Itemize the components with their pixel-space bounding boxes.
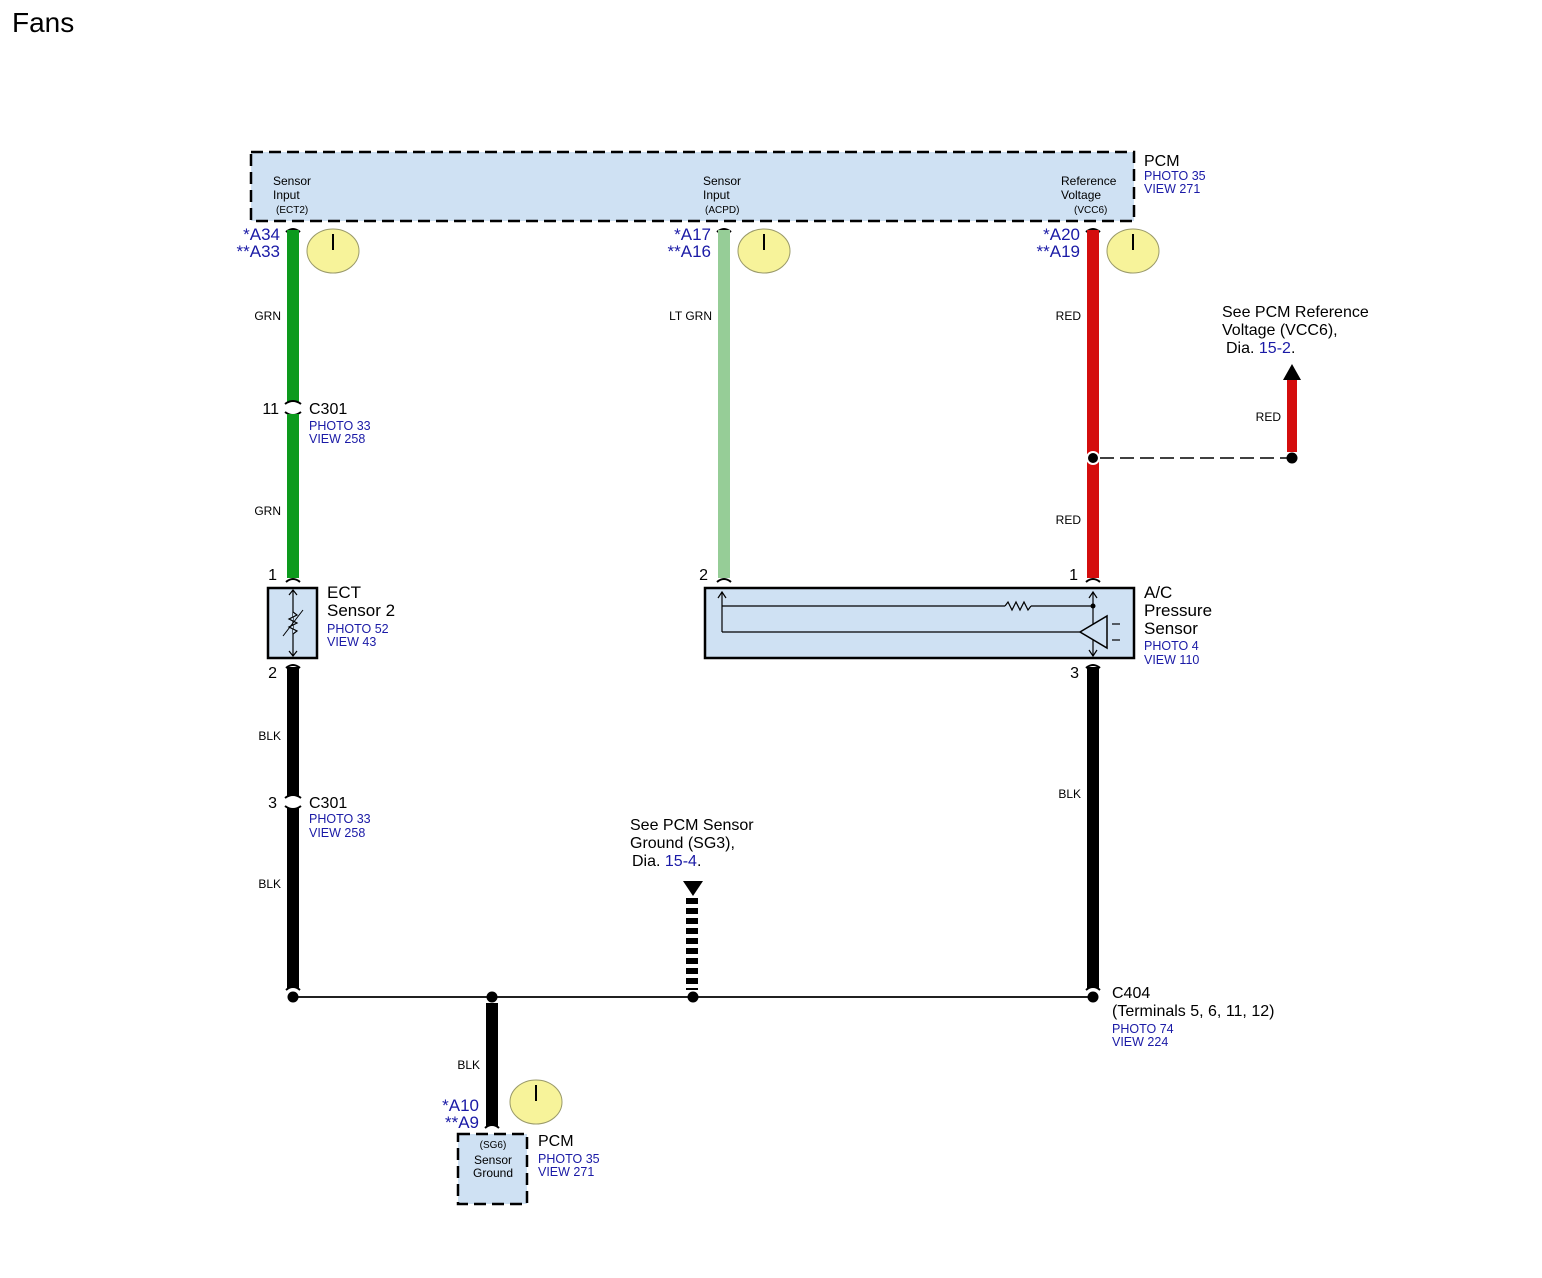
badge-icon[interactable] (306, 228, 360, 274)
pcm-term-ect2-l1: Sensor (273, 174, 311, 188)
pcm-bottom-l2: Ground (473, 1166, 513, 1180)
ac-pin-bottom: 3 (1070, 665, 1079, 682)
splice-point[interactable] (1087, 991, 1099, 1003)
wire-label-red-upper: RED (1056, 309, 1082, 323)
pcm-bottom-box[interactable] (456, 1132, 529, 1206)
c301-lower-photo[interactable]: PHOTO 33 (309, 812, 371, 826)
c404-view[interactable]: VIEW 224 (1112, 1035, 1168, 1049)
pcm-bottom-photo[interactable]: PHOTO 35 (538, 1152, 600, 1166)
ref-note-dia-label: Dia. (1226, 340, 1254, 357)
pcm-term-vcc6-l2: Voltage (1061, 188, 1101, 202)
wire-label-lt-grn: LT GRN (669, 309, 712, 323)
c301-lower-pin: 3 (268, 795, 277, 812)
splice-point[interactable] (287, 991, 299, 1003)
arrow-up-icon (1283, 364, 1301, 380)
ac-sensor-view[interactable]: VIEW 110 (1144, 653, 1199, 667)
c301-lower-name: C301 (309, 795, 347, 812)
c404-terminals: (Terminals 5, 6, 11, 12) (1112, 1003, 1274, 1020)
ground-note-link[interactable]: 15-4 (665, 853, 697, 870)
c301-upper-view[interactable]: VIEW 258 (309, 432, 365, 446)
pcm-top-photo[interactable]: PHOTO 35 (1144, 169, 1206, 183)
wire-label-grn-lower: GRN (254, 504, 281, 518)
splice-point[interactable] (1286, 452, 1298, 464)
ect-sensor-line1: ECT (327, 583, 361, 602)
pcm-bottom-name: PCM (538, 1133, 574, 1150)
pcm-term-acpd-l1: Sensor (703, 174, 741, 188)
ect-pin-bottom: 2 (268, 665, 277, 682)
ac-pressure-sensor-box[interactable] (703, 586, 1136, 660)
pcm-term-acpd-l2: Input (703, 188, 730, 202)
ac-sensor-line3: Sensor (1144, 619, 1198, 638)
pcm-term-vcc6-l1: Reference (1061, 174, 1117, 188)
pcm-term-vcc6-code: (VCC6) (1074, 205, 1107, 216)
pin-a34: *A34 (243, 225, 280, 244)
pin-a20: *A20 (1043, 225, 1080, 244)
pcm-top-box[interactable] (249, 150, 1136, 223)
splice-point[interactable] (1086, 451, 1100, 465)
pin-a17: *A17 (674, 225, 711, 244)
badge-icon[interactable] (509, 1079, 563, 1125)
ac-sensor-line1: A/C (1144, 583, 1172, 602)
ac-pin-right: 1 (1069, 567, 1078, 584)
badge-icon[interactable] (1106, 228, 1160, 274)
ground-note-dia: Dia. 15-4. (632, 853, 701, 870)
ref-note-link[interactable]: 15-2 (1259, 340, 1291, 357)
splice-point[interactable] (486, 991, 498, 1003)
pcm-bottom-view[interactable]: VIEW 271 (538, 1165, 594, 1179)
ac-sensor-circuit-icon (717, 590, 1120, 658)
ref-note-line1: See PCM Reference (1222, 304, 1369, 321)
pcm-term-acpd-code: (ACPD) (705, 205, 739, 216)
c301-upper-pin: 11 (262, 401, 279, 418)
ect-sensor-view[interactable]: VIEW 43 (327, 635, 376, 649)
wire-label-red-ref: RED (1256, 410, 1282, 424)
c301-lower-connector[interactable] (284, 794, 302, 810)
ground-note-line1: See PCM Sensor (630, 817, 754, 834)
pcm-top-name: PCM (1144, 153, 1180, 170)
ac-sensor-line2: Pressure (1144, 601, 1212, 620)
pin-a9: **A9 (445, 1113, 479, 1132)
ect-sensor-photo[interactable]: PHOTO 52 (327, 622, 389, 636)
wire-label-red-lower: RED (1056, 513, 1082, 527)
ac-sensor-photo[interactable]: PHOTO 4 (1144, 639, 1199, 653)
pin-a16: **A16 (668, 242, 711, 261)
c404-photo[interactable]: PHOTO 74 (1112, 1022, 1174, 1036)
ac-pin-left: 2 (699, 567, 708, 584)
c301-upper-connector[interactable] (284, 400, 302, 416)
ground-note-line2: Ground (SG3), (630, 835, 735, 852)
ect-pin-top: 1 (268, 567, 277, 584)
page-title: Fans (12, 7, 74, 38)
pcm-term-ect2-code: (ECT2) (276, 205, 308, 216)
thermistor-icon (282, 589, 304, 657)
pin-a10: *A10 (442, 1096, 479, 1115)
wire-label-blk-ect-upper: BLK (258, 729, 281, 743)
pcm-term-ect2-l2: Input (273, 188, 300, 202)
splice-point[interactable] (687, 991, 699, 1003)
pcm-top-view[interactable]: VIEW 271 (1144, 182, 1200, 196)
c301-upper-photo[interactable]: PHOTO 33 (309, 419, 371, 433)
pin-a19: **A19 (1037, 242, 1080, 261)
pcm-bottom-l1: Sensor (474, 1153, 512, 1167)
arrow-down-icon (683, 881, 703, 896)
wire-label-blk-ac: BLK (1058, 787, 1081, 801)
badge-icon[interactable] (737, 228, 791, 274)
ref-note-line2: Voltage (VCC6), (1222, 322, 1338, 339)
wire-label-blk-sg6: BLK (457, 1058, 480, 1072)
pin-a33: **A33 (237, 242, 280, 261)
ref-note-dia: Dia. 15-2. (1226, 340, 1295, 357)
c301-upper-name: C301 (309, 401, 347, 418)
pcm-bottom-code: (SG6) (480, 1140, 507, 1151)
wire-label-grn-upper: GRN (254, 309, 281, 323)
ect-sensor-line2: Sensor 2 (327, 601, 395, 620)
c301-lower-view[interactable]: VIEW 258 (309, 826, 365, 840)
ground-note-dia-label: Dia. (632, 853, 660, 870)
c404-name: C404 (1112, 985, 1150, 1002)
wire-label-blk-ect-lower: BLK (258, 877, 281, 891)
